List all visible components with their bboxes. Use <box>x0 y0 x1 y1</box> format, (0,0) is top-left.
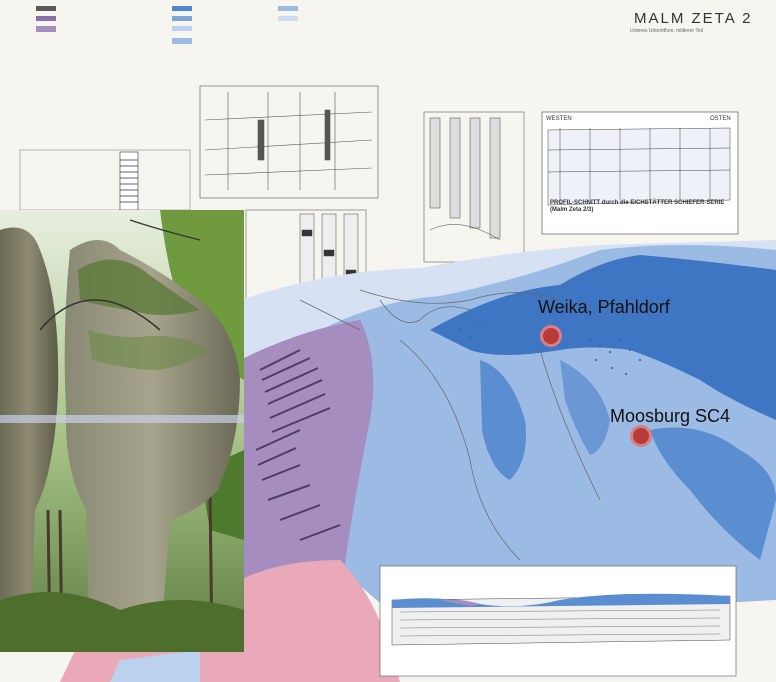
paleogeographic-map <box>60 240 776 682</box>
location-marker-weika[interactable] <box>543 328 559 344</box>
profile-east-label: OSTEN <box>710 116 731 122</box>
strat-diagram-center <box>199 85 379 199</box>
bottom-cross-section <box>379 565 737 677</box>
legend <box>36 6 298 44</box>
map-subtitle: Unteres Untertithon, mittlerer Teil <box>630 28 703 34</box>
profile-section: WESTEN OSTEN <box>541 111 739 235</box>
profile-title: PROFIL-SCHNITT durch die EICHSTÄTTER SCH… <box>550 200 724 214</box>
location-marker-moosburg[interactable] <box>633 428 649 444</box>
profile-title-text: PROFIL-SCHNITT durch die EICHSTÄTTER SCH… <box>550 200 725 206</box>
map-title: MALM ZETA 2 <box>634 10 753 27</box>
location-label-weika: Weika, Pfahldorf <box>538 297 670 317</box>
rock-photo-illustration <box>0 210 244 652</box>
purple-hatching <box>255 349 341 541</box>
location-label-moosburg: Moosburg SC4 <box>610 406 731 426</box>
map-rivers <box>299 289 601 561</box>
rock-photo-inset <box>0 210 244 652</box>
profile-west-label: WESTEN <box>546 116 572 122</box>
profile-subtitle-text: (Malm Zeta 2/3) <box>550 207 594 213</box>
map-dots <box>459 325 641 375</box>
